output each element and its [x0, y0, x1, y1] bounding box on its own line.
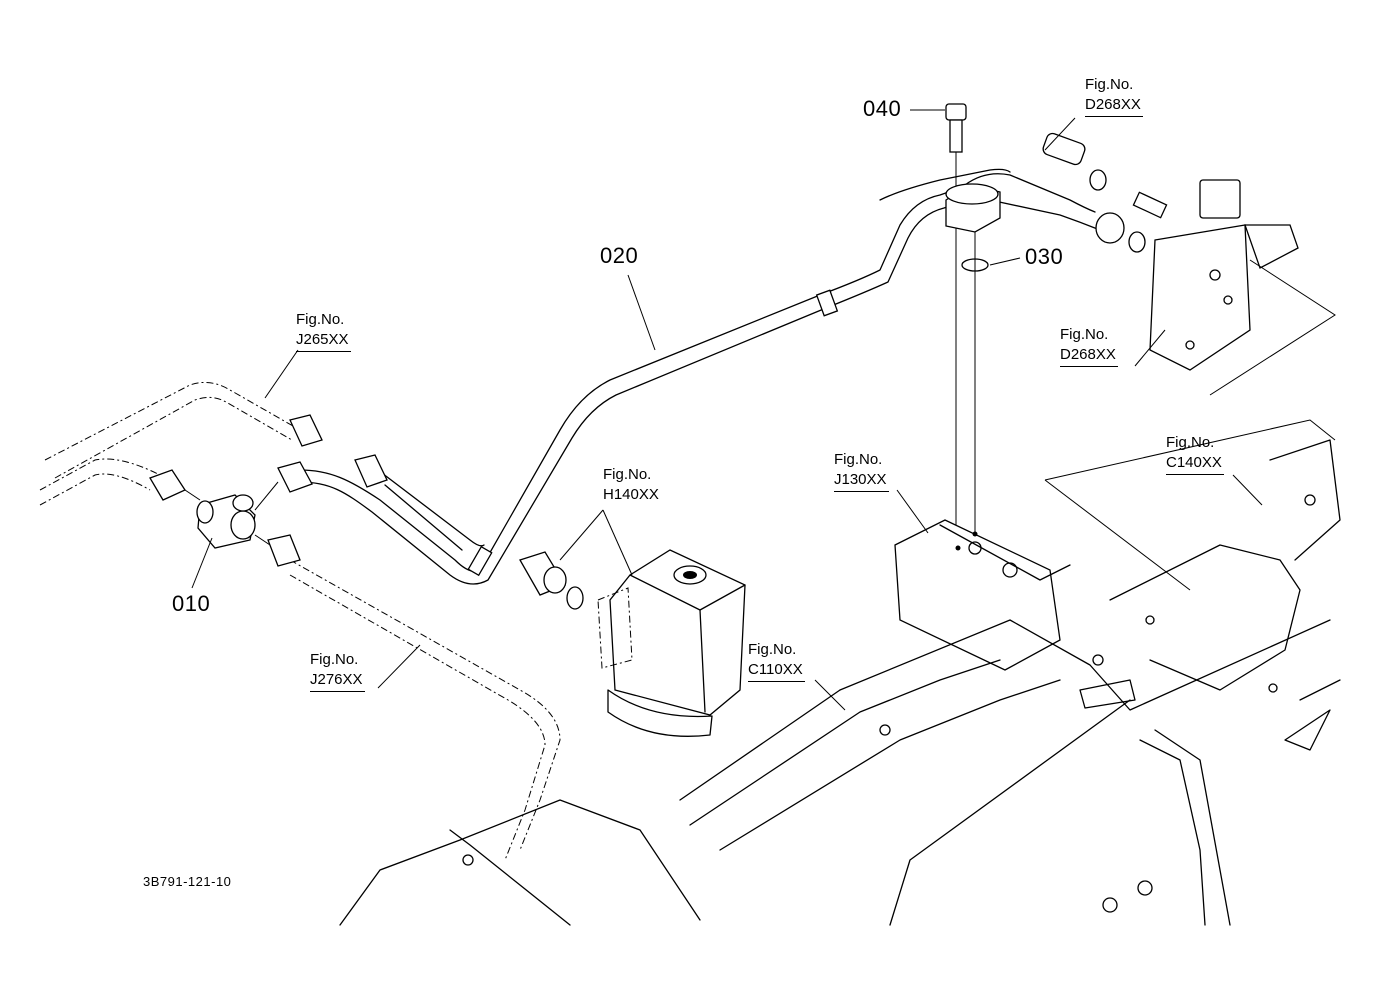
pipe-j265 — [39, 381, 301, 506]
fig-ref-prefix: Fig.No. — [834, 451, 883, 468]
leader-lines — [191, 109, 1263, 711]
fig-ref-j276[interactable]: Fig.No. J276XX — [310, 650, 365, 692]
fig-ref-d268-right[interactable]: Fig.No. D268XX — [1060, 325, 1118, 367]
fig-ref-prefix: Fig.No. — [1085, 76, 1134, 93]
fig-ref-code: C140XX — [1166, 453, 1224, 475]
fig-ref-h140[interactable]: Fig.No. H140XX — [603, 465, 661, 506]
fig-ref-d268-top[interactable]: Fig.No. D268XX — [1085, 75, 1143, 117]
pipe-j276 — [289, 559, 561, 861]
fig-ref-code: H140XX — [603, 486, 659, 503]
fig-ref-j265[interactable]: Fig.No. J265XX — [296, 310, 351, 352]
callout-040: 040 — [863, 96, 902, 121]
steering-unit — [597, 549, 746, 737]
callout-020: 020 — [600, 243, 639, 268]
fitting-h140 — [519, 551, 584, 610]
fig-ref-prefix: Fig.No. — [310, 651, 359, 668]
fixing-block — [945, 103, 1001, 540]
fig-ref-prefix: Fig.No. — [1166, 434, 1215, 451]
fig-ref-c140[interactable]: Fig.No. C140XX — [1166, 433, 1224, 475]
fig-ref-code: J276XX — [310, 670, 365, 692]
fig-ref-code: J130XX — [834, 470, 889, 492]
fig-ref-code: J265XX — [296, 330, 351, 352]
fig-ref-prefix: Fig.No. — [1060, 326, 1109, 343]
housing-c110 — [339, 419, 1341, 926]
fig-ref-j130[interactable]: Fig.No. J130XX — [834, 450, 889, 492]
fig-ref-c110[interactable]: Fig.No. C110XX — [748, 640, 805, 682]
valve-d268 — [1042, 132, 1336, 396]
fig-ref-prefix: Fig.No. — [748, 641, 797, 658]
fig-ref-code: D268XX — [1085, 95, 1143, 117]
callout-010: 010 — [172, 591, 211, 616]
callout-030: 030 — [1025, 244, 1064, 269]
fig-ref-code: C110XX — [748, 660, 805, 682]
pump-j130 — [894, 519, 1071, 671]
fig-ref-prefix: Fig.No. — [603, 466, 652, 483]
pipe-020 — [299, 168, 1101, 585]
fig-ref-code: D268XX — [1060, 345, 1118, 367]
tee-fitting-010 — [149, 414, 388, 567]
fig-ref-prefix: Fig.No. — [296, 311, 345, 328]
document-id: 3B791-121-10 — [143, 874, 232, 889]
